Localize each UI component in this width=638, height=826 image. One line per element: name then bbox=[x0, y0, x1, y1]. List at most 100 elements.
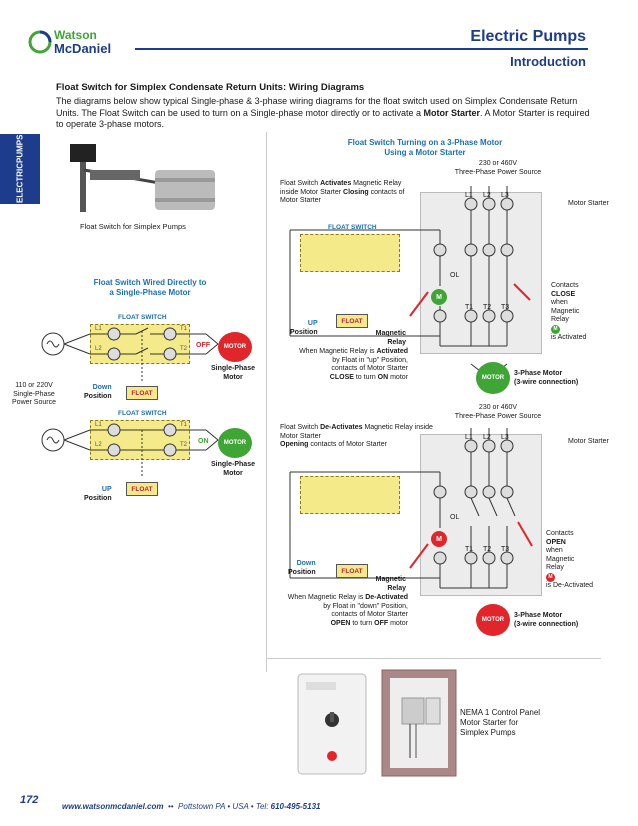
bottom-contacts-1: Contacts bbox=[546, 530, 574, 537]
bottom-relay-1: Magnetic bbox=[375, 576, 406, 583]
single-phase-title: Float Switch Wired Directly to a Single-… bbox=[65, 278, 235, 298]
float-switch-label-2: FLOAT SWITCH bbox=[118, 410, 167, 417]
bottom-desc-e: contacts of Motor Starter bbox=[308, 441, 387, 448]
top-power-2: Three-Phase Power Source bbox=[454, 168, 542, 176]
up-position-2b: Position bbox=[84, 494, 112, 502]
top-desc: Float Switch Activates Magnetic Relay in… bbox=[280, 180, 410, 206]
top-fs-box bbox=[300, 234, 400, 272]
panel-caption-1: NEMA 1 Control Panel bbox=[460, 708, 541, 717]
footer-address: Pottstown PA • USA • Tel: bbox=[178, 802, 271, 811]
top-note-4a: CLOSE bbox=[329, 373, 354, 381]
motor-label-2a: Single-Phase bbox=[211, 461, 255, 468]
logo: Watson McDaniel bbox=[28, 26, 138, 62]
bottom-term-t2: T2 bbox=[483, 546, 492, 553]
top-motor-label-1: 3-Phase Motor bbox=[514, 370, 563, 377]
bottom-motor-label-1: 3-Phase Motor bbox=[514, 612, 563, 619]
top-motor-label-2: (3-wire connection) bbox=[514, 378, 579, 386]
top-contacts-5: Relay bbox=[551, 316, 569, 323]
bottom-note-1a: When Magnetic Relay is bbox=[287, 594, 366, 601]
intro-body-part2: . A Motor Starter is required to operate… bbox=[56, 107, 590, 130]
top-note-4b: to turn bbox=[353, 373, 378, 381]
motor-label-2: Single-Phase Motor bbox=[206, 461, 260, 478]
top-desc-c: Magnetic Relay inside Motor Starter bbox=[280, 180, 402, 196]
bottom-note-1b: De-Activated bbox=[365, 594, 408, 601]
top-note: When Magnetic Relay is Activated by Floa… bbox=[290, 348, 408, 382]
power-line3: Power Source bbox=[12, 399, 56, 406]
up-position-2a: UP bbox=[101, 486, 112, 493]
top-contacts-m: M bbox=[551, 324, 560, 334]
bottom-relay-2: Relay bbox=[387, 584, 406, 592]
bottom-contacts: Contacts OPEN when Magnetic Relay M is D… bbox=[546, 530, 606, 590]
side-tab-label-1: ELECTRIC bbox=[15, 163, 25, 204]
bottom-note: When Magnetic Relay is De-Activated by F… bbox=[280, 594, 408, 628]
top-term-l1: L1 bbox=[465, 192, 473, 199]
column-divider bbox=[266, 132, 267, 672]
motor-label-2b: Motor bbox=[223, 469, 243, 477]
top-term-l3: L3 bbox=[501, 192, 509, 199]
top-float-indicator: FLOAT bbox=[336, 314, 368, 328]
top-motor-icon: MOTOR bbox=[476, 362, 510, 394]
control-panel-photo bbox=[296, 672, 368, 776]
bottom-note-4b: to turn bbox=[350, 619, 375, 627]
bottom-desc-d: Opening bbox=[280, 441, 309, 448]
top-contacts-3: when bbox=[551, 299, 568, 306]
top-desc-b: Activates bbox=[320, 180, 352, 187]
motor-label-1: Single-Phase Motor bbox=[206, 365, 260, 382]
top-fs-label: FLOAT SWITCH bbox=[328, 224, 377, 231]
bottom-term-t1: T1 bbox=[465, 546, 474, 553]
footer-url[interactable]: www.watsonmcdaniel.com bbox=[62, 802, 164, 811]
single-phase-title-2: a Single-Phase Motor bbox=[109, 288, 191, 297]
top-relay-m: M bbox=[431, 289, 447, 305]
panel-caption-2: Motor Starter for bbox=[460, 718, 519, 727]
bottom-position-2: Position bbox=[288, 568, 316, 576]
bottom-contacts-4: Magnetic bbox=[546, 555, 575, 563]
float-switch-label-1: FLOAT SWITCH bbox=[118, 314, 167, 321]
bottom-contacts-3: when bbox=[546, 547, 563, 554]
bottom-power-2: Three-Phase Power Source bbox=[454, 412, 542, 420]
single-phase-wiring-2 bbox=[41, 423, 219, 478]
top-power-1: 230 or 460V bbox=[478, 160, 518, 167]
bottom-relay-m: M bbox=[431, 531, 447, 547]
top-contacts-1: Contacts bbox=[551, 282, 579, 289]
down-position-1a: Down bbox=[92, 384, 112, 391]
page-number: 172 bbox=[20, 794, 39, 806]
top-note-4d: motor bbox=[388, 373, 408, 381]
section-divider bbox=[267, 658, 601, 659]
intro-body-part1: The diagrams below show typical Single-p… bbox=[56, 96, 578, 118]
bottom-motor-icon: MOTOR bbox=[476, 604, 510, 636]
bottom-note-4a: OPEN bbox=[330, 619, 351, 627]
top-desc-a: Float Switch bbox=[280, 180, 321, 187]
top-term-t1: T1 bbox=[465, 304, 474, 311]
three-phase-title-1: Float Switch Turning on a 3-Phase Motor bbox=[347, 138, 503, 147]
header-rule bbox=[135, 48, 588, 50]
bottom-term-l3: L3 bbox=[501, 434, 509, 441]
top-note-1a: When Magnetic Relay is bbox=[299, 348, 377, 355]
single-phase-title-1: Float Switch Wired Directly to bbox=[93, 278, 207, 287]
page-subtitle: Introduction bbox=[510, 54, 586, 69]
bottom-note-2: by Float in "down" Position, bbox=[323, 602, 408, 610]
top-position-1: UP bbox=[307, 320, 318, 327]
top-contacts-2: CLOSE bbox=[551, 290, 576, 298]
bottom-desc-b: De-Activates bbox=[320, 424, 363, 431]
term-l2-2: L2 bbox=[95, 442, 102, 448]
logo-mark-icon bbox=[28, 30, 52, 54]
term-t1-1: T1 bbox=[180, 326, 188, 332]
bottom-float-indicator: FLOAT bbox=[336, 564, 368, 578]
open-starter-photo bbox=[380, 668, 458, 778]
term-t2-1: T2 bbox=[180, 346, 188, 352]
bottom-term-l1: L1 bbox=[465, 434, 473, 441]
term-l1-1: L1 bbox=[95, 326, 102, 332]
page-title: Electric Pumps bbox=[470, 28, 586, 45]
float-switch-photo bbox=[60, 140, 230, 218]
top-relay-label: Magnetic Relay bbox=[370, 330, 406, 347]
top-starter-label: Motor Starter bbox=[568, 200, 609, 207]
motor-state-off: OFF bbox=[196, 342, 210, 349]
bottom-motor-label: 3-Phase Motor (3-wire connection) bbox=[514, 612, 578, 629]
power-line2: Single-Phase bbox=[13, 390, 55, 398]
motor-icon-off: MOTOR bbox=[218, 332, 252, 362]
top-motor-label: 3-Phase Motor (3-wire connection) bbox=[514, 370, 578, 387]
panel-caption-3: Simplex Pumps bbox=[460, 728, 516, 737]
top-note-3: contacts of Motor Starter bbox=[331, 365, 408, 372]
top-term-t3: T3 bbox=[501, 304, 510, 311]
up-position-2: UP Position bbox=[84, 486, 112, 503]
